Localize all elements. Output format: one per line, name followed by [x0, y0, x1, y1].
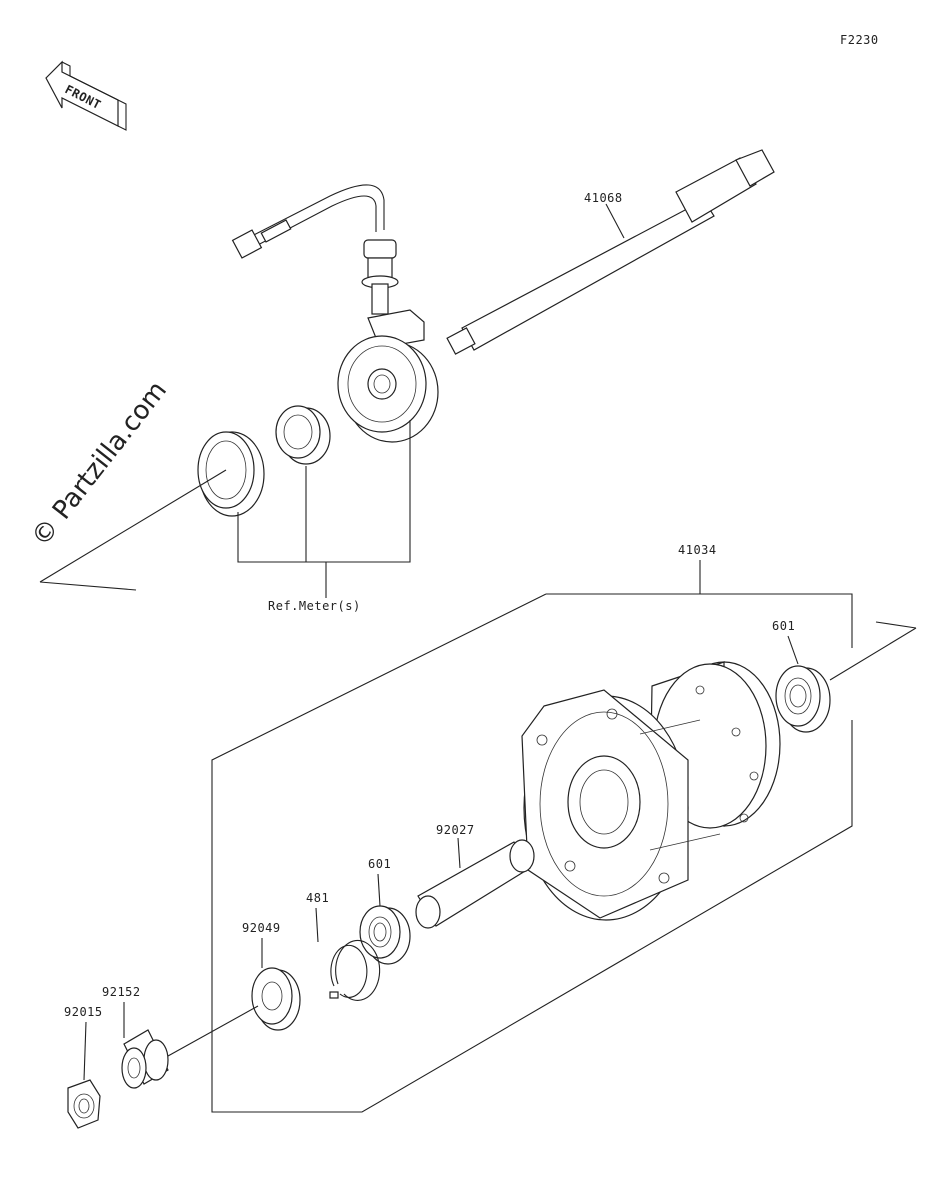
bearing-right	[775, 665, 831, 733]
meter-drive-gear	[275, 405, 331, 465]
front-arrow-icon: FRONT	[45, 60, 127, 131]
speedometer-housing	[337, 309, 439, 443]
axle-nut	[67, 1079, 101, 1129]
circlip	[329, 939, 381, 1001]
part-label-hub: 41034	[678, 543, 717, 557]
ref-meter-bracket	[237, 420, 411, 598]
part-label-axle: 41068	[584, 191, 623, 205]
front-axle	[446, 149, 775, 355]
hub-bracket	[211, 560, 853, 1113]
bearing-left	[359, 905, 411, 965]
part-label-nut: 92015	[64, 1005, 103, 1019]
part-label-spacer: 92152	[102, 985, 141, 999]
wheel-hub	[521, 661, 781, 921]
part-label-circlip: 481	[306, 891, 329, 905]
figure-code: F2230	[840, 33, 879, 47]
part-label-collar: 92027	[436, 823, 475, 837]
part-label-bearing-right: 601	[772, 619, 795, 633]
watermark: © Partzilla.com	[26, 376, 173, 553]
part-label-oil-seal: 92049	[242, 921, 281, 935]
oil-seal	[251, 967, 301, 1031]
hub-collar	[415, 839, 535, 929]
spacer	[121, 1029, 169, 1089]
ref-meter-label: Ref.Meter(s)	[268, 599, 361, 613]
meter-oil-seal	[197, 431, 265, 517]
speedometer-cable	[231, 184, 399, 315]
part-label-bearing-left: 601	[368, 857, 391, 871]
